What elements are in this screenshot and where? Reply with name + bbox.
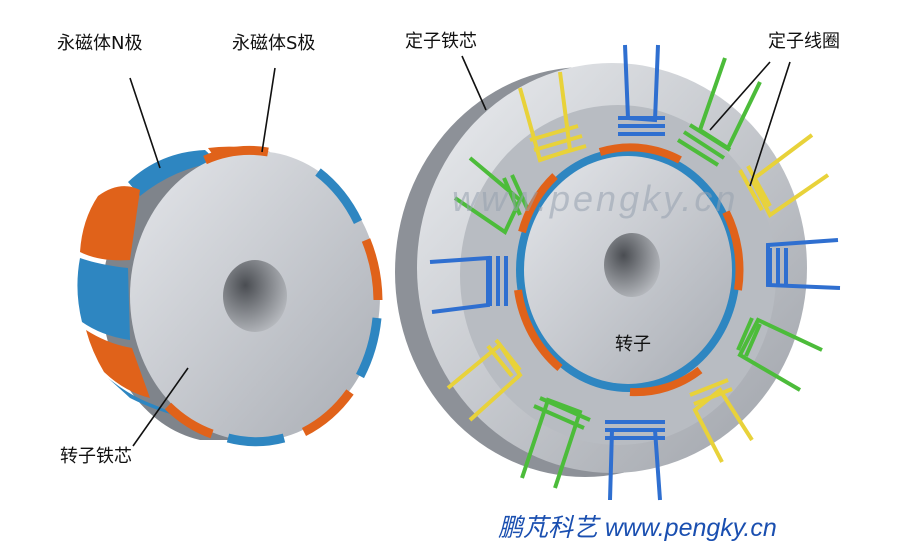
leader-stator-core <box>461 55 487 111</box>
rotor-rim-magnets <box>164 145 383 447</box>
rim-magnet-n <box>315 168 363 225</box>
watermark-center: www.pengky.cn <box>452 178 739 219</box>
leader-magnet-n <box>129 77 161 169</box>
magnet-n <box>77 258 130 340</box>
inner-magnet-s <box>514 289 563 372</box>
rim-magnet-n <box>355 317 382 379</box>
rotor-magnets <box>77 146 270 418</box>
left-rotor <box>77 145 383 447</box>
coil-green <box>736 317 762 357</box>
inner-rotor-shaft-hole <box>604 233 660 297</box>
coil-yellow <box>749 133 830 218</box>
rim-magnet-s <box>164 402 214 439</box>
coil-yellow <box>486 338 522 378</box>
leader-stator-coil-1 <box>709 61 771 131</box>
label-magnet-s: 永磁体S极 <box>232 33 316 54</box>
coil-green <box>676 123 732 167</box>
coils-blue <box>429 44 841 501</box>
inner-magnet-s <box>629 366 703 397</box>
leader-rotor-core <box>132 367 189 447</box>
right-motor <box>395 44 841 501</box>
leader-stator-coil-2 <box>749 61 791 187</box>
coil-green <box>737 317 823 392</box>
coils-green <box>453 57 823 489</box>
coil-blue-left <box>488 256 508 306</box>
coil-yellow <box>689 378 733 406</box>
inner-magnet-s <box>518 173 558 234</box>
coil-blue-bottom <box>605 420 665 440</box>
inner-magnet-s <box>598 143 682 164</box>
rim-magnet-s <box>361 238 383 301</box>
coil-green <box>453 156 523 235</box>
inner-rotor-magnets <box>514 143 744 397</box>
coil-green <box>520 397 583 489</box>
magnet-s <box>80 186 140 261</box>
coil-yellow <box>738 165 772 211</box>
label-rotor-core: 转子铁芯 <box>60 446 132 467</box>
coil-green <box>533 396 591 430</box>
coil-green <box>502 174 530 216</box>
leader-magnet-s <box>261 67 276 153</box>
coils-yellow <box>446 71 830 463</box>
rim-magnet-n <box>226 433 286 447</box>
magnet-s <box>86 330 150 398</box>
coil-yellow <box>529 124 587 162</box>
coil-blue-top <box>618 116 665 136</box>
label-magnet-n: 永磁体N极 <box>57 33 143 54</box>
label-rotor: 转子 <box>615 334 651 355</box>
coil-blue-right <box>768 248 788 284</box>
label-stator-core: 定子铁芯 <box>405 31 477 52</box>
magnet-n <box>128 150 218 196</box>
rim-magnet-s <box>301 389 354 437</box>
rotor-shaft-hole <box>223 260 287 332</box>
label-stator-coil: 定子线圈 <box>768 31 840 52</box>
leader-lines <box>129 55 791 447</box>
inner-magnet-s <box>722 210 744 291</box>
watermark-footer: 鹏芃科艺 www.pengky.cn <box>498 514 777 542</box>
